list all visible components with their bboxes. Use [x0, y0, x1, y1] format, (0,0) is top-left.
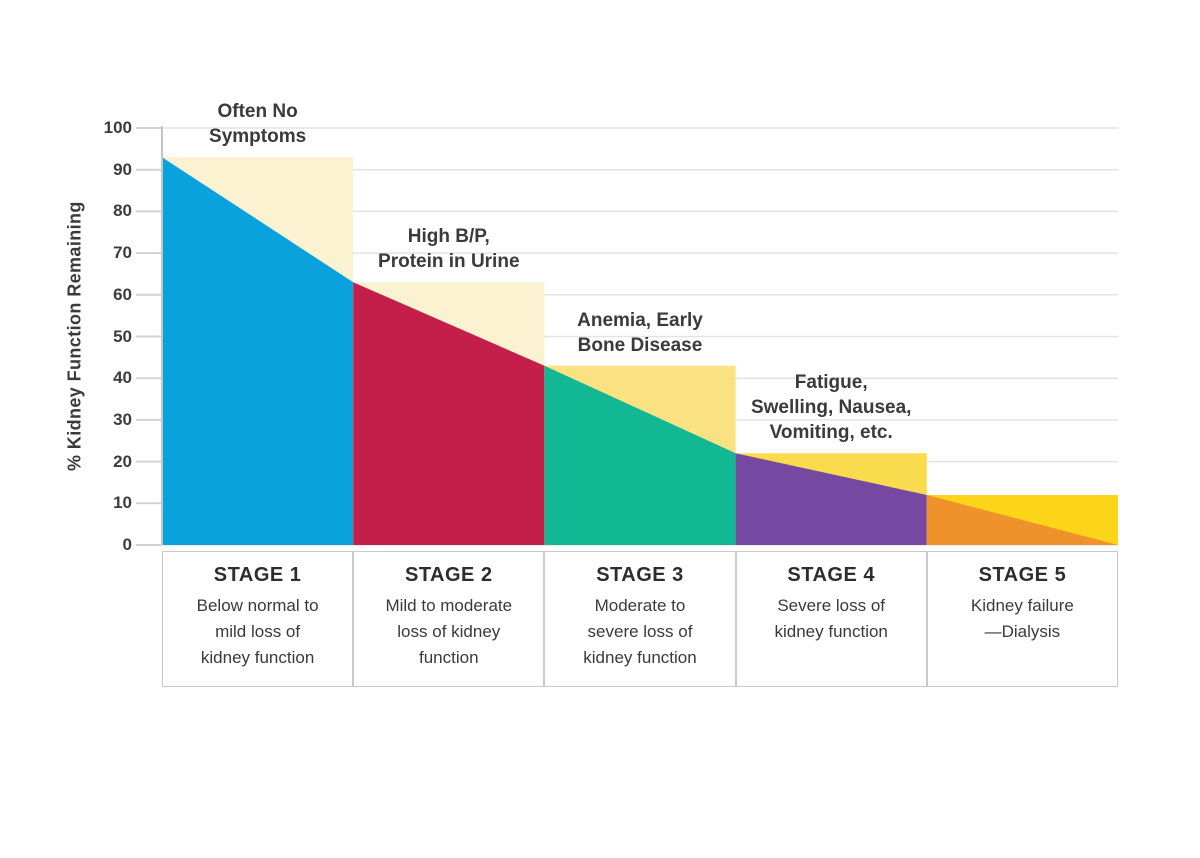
stage-4-annotation: Fatigue,Swelling, Nausea,Vomiting, etc. [750, 372, 912, 444]
y-tick-label-80: 80 [113, 201, 132, 221]
stage-5-title: STAGE 5 [978, 564, 1067, 586]
y-tick-label-20: 20 [113, 451, 132, 471]
stage-3-title: STAGE 3 [596, 564, 684, 586]
y-tick-label-50: 50 [113, 326, 132, 346]
y-tick-label-100: 100 [103, 118, 132, 137]
y-axis-title: % Kidney Function Remaining [64, 201, 85, 472]
y-tick-label-30: 30 [113, 409, 132, 429]
stage-2-function-area [353, 282, 545, 545]
y-tick-label-10: 10 [113, 493, 132, 513]
stage-1-function-area [162, 157, 354, 545]
stage-5-function-area [926, 494, 1118, 545]
y-tick-label-0: 0 [122, 535, 132, 554]
stage-5-description: Kidney failure—Dialysis [970, 596, 1074, 641]
y-tick-label-90: 90 [113, 159, 132, 179]
y-tick-label-60: 60 [113, 284, 132, 304]
stage-3-function-area [544, 365, 736, 545]
stage-2-annotation: High B/P,Protein in Urine [378, 226, 520, 273]
y-tick-label-70: 70 [113, 243, 132, 263]
stage-5-label-cell: STAGE 5 Kidney failure—Dialysis [926, 551, 1118, 687]
y-tick-label-40: 40 [113, 368, 132, 388]
stage-4-title: STAGE 4 [787, 564, 875, 586]
stage-1-title: STAGE 1 [213, 564, 302, 586]
stage-4-function-area [735, 453, 927, 545]
stage-2-title: STAGE 2 [404, 564, 493, 586]
